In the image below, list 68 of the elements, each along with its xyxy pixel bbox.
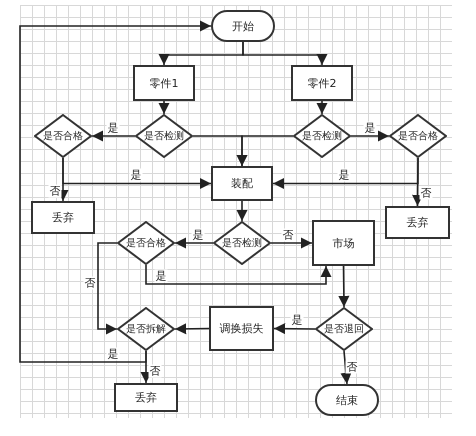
node-label: 丢弃 [406,215,428,230]
edge-label: 否 [48,184,62,198]
node-label: 是否合格 [43,130,83,143]
arrow [242,42,328,65]
decision-diamond [34,114,92,158]
arrow [236,201,248,221]
edge-label: 否 [148,364,162,378]
process-box [31,201,95,234]
terminal-box [211,10,275,42]
node-label: 是否合格 [126,236,166,250]
node-label: 是否退回 [324,322,364,336]
node-label: 是否检测 [222,236,262,250]
edge-label: 是 [106,348,120,360]
node-label: 装配 [231,176,253,191]
node-label: 开始 [232,18,254,34]
edge-label: 否 [346,360,358,374]
edge-label: 是 [154,270,168,282]
decision-diamond [117,221,175,265]
arrow [274,323,316,334]
decision-diamond [389,114,447,158]
node-label: 是否检测 [302,130,342,143]
arrow [62,158,211,190]
arrow [316,101,328,114]
arrow [271,237,312,249]
edge-label: 是 [130,168,142,182]
arrow [236,135,293,166]
node-label: 是否合格 [398,130,438,143]
node-label: 调换损失 [220,321,264,336]
edge-label: 否 [420,186,432,200]
decision-diamond [135,114,193,158]
process-box [209,306,274,351]
arrow [19,20,211,363]
arrow [175,237,213,249]
arrow [145,265,332,285]
node-label: 零件2 [308,76,336,90]
arrow [97,242,117,335]
edge-label: 是 [338,168,350,182]
node-label: 市场 [332,236,354,250]
edge-label: 否 [84,276,96,290]
arrow [92,130,135,142]
terminal-box [315,384,379,416]
node-label: 是否拆解 [126,322,166,336]
arrow [340,350,352,384]
arrow [174,323,210,334]
arrow [338,266,350,308]
edge-label: 是 [192,228,204,242]
process-box [133,65,195,101]
process-box [385,206,450,239]
edge-label: 否 [282,228,294,242]
decision-diamond [315,307,373,351]
process-box [312,220,375,266]
decision-diamond [293,114,351,158]
node-label: 丢弃 [52,210,74,225]
node-label: 是否检测 [144,130,184,143]
node-label: 零件1 [150,76,178,90]
arrow [351,130,389,142]
arrow [158,101,170,114]
arrow [273,158,419,190]
edge-label: 是 [106,122,120,134]
decision-diamond [213,221,271,265]
process-box [114,383,178,412]
node-label: 结束 [336,392,358,408]
node-label: 丢弃 [135,390,157,405]
decision-diamond [117,307,175,351]
edge-label: 是 [290,314,304,326]
process-box [211,166,273,201]
process-box [291,65,353,101]
edge-label: 是 [364,122,376,134]
